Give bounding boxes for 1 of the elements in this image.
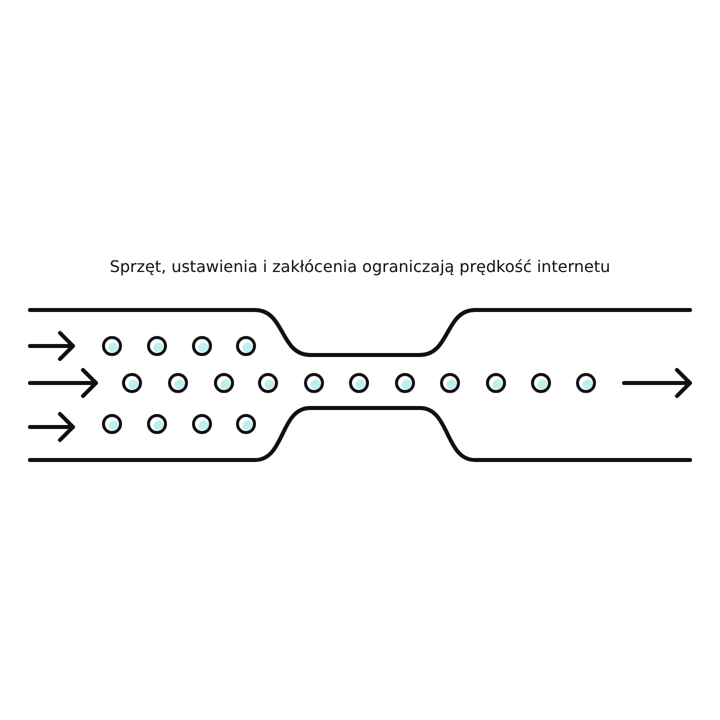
diagram-title: Sprzęt, ustawienia i zakłócenia ograniczają prędkość internetu [110, 257, 610, 276]
